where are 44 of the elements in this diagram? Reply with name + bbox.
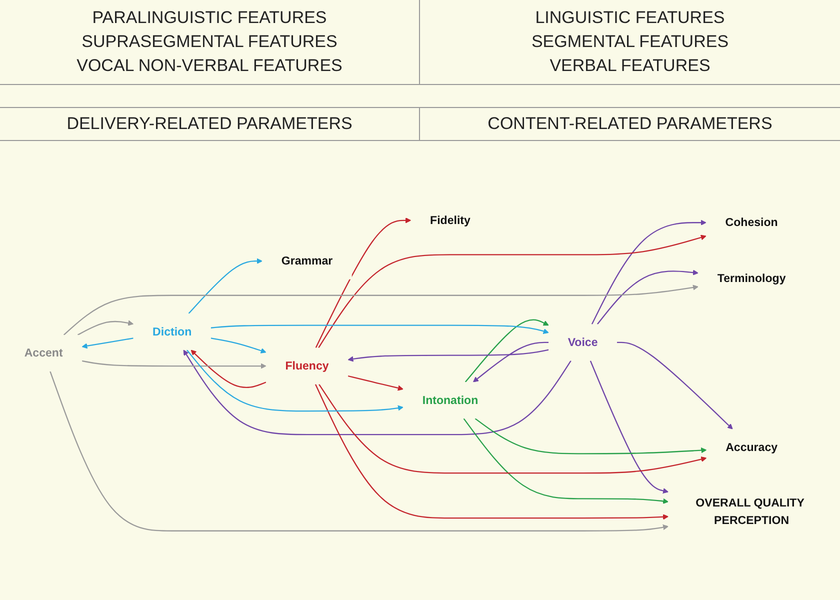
arrow [315,218,412,348]
arrow [616,342,733,430]
arrow [186,350,404,412]
arrow [464,319,549,382]
feature-label: PARALINGUISTIC FEATURES [92,7,327,29]
arrow [463,418,668,504]
arrow [474,418,707,454]
node-text: Diction [152,325,192,338]
arrow [82,338,134,349]
arrow [188,258,262,314]
node-text: Terminology [717,272,786,285]
arrow [190,350,266,388]
arrow [591,220,706,325]
node-text: Accuracy [726,440,778,454]
node-text: Intonation [422,394,478,406]
node-text: Accent [24,346,63,360]
arrow [596,270,698,325]
arrow [348,349,549,362]
node-text: OVERALL QUALITY PERCEPTION [696,496,804,527]
node-text: Grammar [281,254,333,268]
arrow [318,384,707,474]
arrow [82,360,266,369]
node-text: Cohesion [725,216,778,229]
arrow [348,376,404,391]
arrow [77,320,134,336]
arrow [183,350,572,436]
node-text: Fluency [285,359,329,372]
feature-label: VERBAL FEATURES [550,55,710,77]
arrow [63,284,698,336]
column-heading: CONTENT-RELATED PARAMETERS [488,113,772,135]
arrow [318,234,706,348]
arrow [472,342,549,382]
feature-label: LINGUISTIC FEATURES [535,7,725,29]
arrow [50,371,668,532]
arrow [314,384,668,520]
column-heading: DELIVERY-RELATED PARAMETERS [66,113,352,135]
node-text: Voice [568,336,598,349]
arrow [590,360,668,494]
feature-label: VOCAL NON-VERBAL FEATURES [76,55,342,77]
feature-label: SUPRASEGMENTAL FEATURES [82,31,338,53]
feature-label: SEGMENTAL FEATURES [531,31,729,53]
node-text: Fidelity [430,214,470,227]
arrow [210,338,266,354]
arrow [210,324,549,334]
